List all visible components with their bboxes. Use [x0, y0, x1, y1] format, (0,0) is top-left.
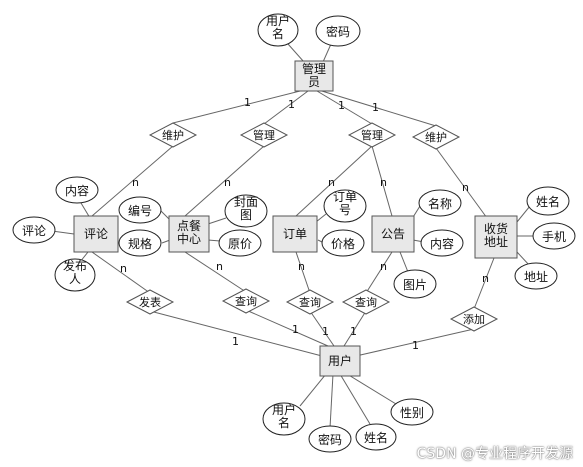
attribute-label: 姓名 — [536, 194, 560, 209]
attr-review-content: 内容 — [55, 176, 99, 204]
entity-address: 收货地址 — [474, 215, 518, 259]
relation-query-notice: 查询 — [341, 289, 391, 315]
entity-label: 管理员 — [302, 61, 326, 89]
attr-review-publisher: 发布人 — [54, 258, 96, 292]
attr-notice-content: 内容 — [420, 229, 464, 257]
relation-label: 查询 — [299, 295, 321, 309]
entity-menu: 点餐中心 — [168, 215, 210, 253]
attr-address-phone: 手机 — [532, 222, 576, 250]
attribute-label: 发布人 — [63, 258, 87, 286]
entity-label: 评论 — [84, 227, 108, 241]
attr-menu-spec: 规格 — [118, 229, 162, 257]
attribute-label: 姓名 — [364, 430, 388, 445]
attr-notice-name: 名称 — [418, 189, 462, 217]
attr-user-name: 姓名 — [355, 423, 397, 451]
attr-order-no: 订单号 — [323, 189, 367, 223]
attr-address-name: 姓名 — [526, 186, 570, 216]
entity-label: 点餐中心 — [177, 218, 201, 246]
relation-label: 维护 — [425, 130, 447, 144]
relation-manage-order-notice: 管理 — [347, 122, 397, 148]
entity-user: 用户 — [319, 345, 361, 377]
attr-user-username: 用户名 — [262, 402, 306, 436]
attribute-label: 编号 — [128, 203, 152, 218]
attr-admin-username: 用户名 — [257, 13, 299, 47]
cardinality-label: n — [328, 176, 335, 189]
attribute-label: 用户名 — [272, 402, 296, 430]
cardinality-label: n — [132, 176, 139, 189]
attribute-label: 密码 — [318, 432, 342, 447]
attribute-label: 封面图 — [234, 195, 258, 222]
attribute-label: 内容 — [65, 183, 89, 198]
relation-manage-menu: 管理 — [239, 122, 289, 148]
attribute-label: 手机 — [542, 230, 566, 244]
entity-notice: 公告 — [371, 215, 415, 253]
attr-menu-price: 原价 — [218, 229, 262, 257]
watermark: CSDN @专业程序开发源 — [416, 446, 573, 462]
attribute-label: 评论 — [22, 224, 46, 238]
cardinality-label: 1 — [350, 325, 357, 338]
attribute-label: 内容 — [430, 236, 454, 251]
relation-label: 发表 — [139, 295, 161, 309]
attribute-label: 性别 — [400, 406, 424, 420]
attribute-label: 规格 — [128, 236, 152, 251]
attr-user-password: 密码 — [308, 425, 352, 453]
cardinality-label: 1 — [412, 339, 419, 352]
entity-admin: 管理员 — [294, 60, 334, 92]
cardinality-label: n — [380, 260, 387, 273]
relation-label: 管理 — [253, 128, 275, 142]
cardinality-label: 1 — [288, 98, 295, 111]
attr-address-addr: 地址 — [514, 262, 558, 290]
cardinality-label: n — [216, 260, 223, 273]
cardinality-labels: 1 1 1 1 n n n n n n n n n n 1 1 1 1 1 — [120, 96, 489, 352]
cardinality-label: 1 — [338, 99, 345, 112]
relation-label: 查询 — [235, 294, 257, 308]
attribute-label: 地址 — [524, 270, 548, 284]
relation-add: 添加 — [449, 306, 499, 332]
cardinality-label: n — [120, 262, 127, 275]
cardinality-label: n — [482, 272, 489, 285]
attribute-label: 原价 — [228, 237, 252, 251]
attribute-label: 名称 — [428, 196, 452, 211]
relation-label: 查询 — [355, 295, 377, 309]
relation-query-order: 查询 — [285, 289, 335, 315]
cardinality-label: n — [462, 181, 469, 194]
attribute-label: 价格 — [331, 236, 355, 251]
attr-admin-password: 密码 — [315, 15, 361, 47]
entity-order: 订单 — [272, 215, 318, 253]
attribute-label: 图片 — [403, 278, 427, 292]
relation-query-menu: 查询 — [221, 288, 271, 314]
attribute-label: 订单号 — [333, 190, 357, 217]
relation-label: 维护 — [162, 128, 184, 142]
cardinality-label: 1 — [232, 335, 239, 348]
cardinality-label: 1 — [244, 96, 251, 109]
attr-user-gender: 性别 — [390, 398, 434, 426]
attr-menu-code: 编号 — [118, 196, 162, 224]
attr-notice-image: 图片 — [393, 269, 437, 299]
relation-post: 发表 — [125, 289, 175, 315]
attribute-label: 密码 — [326, 24, 350, 39]
cardinality-label: 1 — [292, 323, 299, 336]
entity-label: 用户 — [328, 353, 352, 368]
relation-label: 添加 — [463, 312, 485, 326]
entity-review: 评论 — [73, 215, 119, 253]
entity-label: 订单 — [283, 227, 307, 241]
cardinality-label: 1 — [322, 325, 329, 338]
entity-label: 公告 — [381, 227, 405, 241]
attr-menu-cover: 封面图 — [224, 194, 268, 228]
relation-maintain-address: 维护 — [411, 124, 461, 150]
entity-label: 收货地址 — [484, 221, 508, 249]
cardinality-label: n — [224, 176, 231, 189]
relation-label: 管理 — [361, 128, 383, 142]
relation-maintain-review: 维护 — [148, 122, 198, 148]
cardinality-label: 1 — [372, 101, 379, 114]
cardinality-label: n — [380, 176, 387, 189]
attribute-label: 用户名 — [266, 13, 290, 41]
cardinality-label: n — [298, 260, 305, 273]
attr-order-price: 价格 — [321, 229, 365, 257]
attr-review-comment: 评论 — [12, 216, 56, 244]
